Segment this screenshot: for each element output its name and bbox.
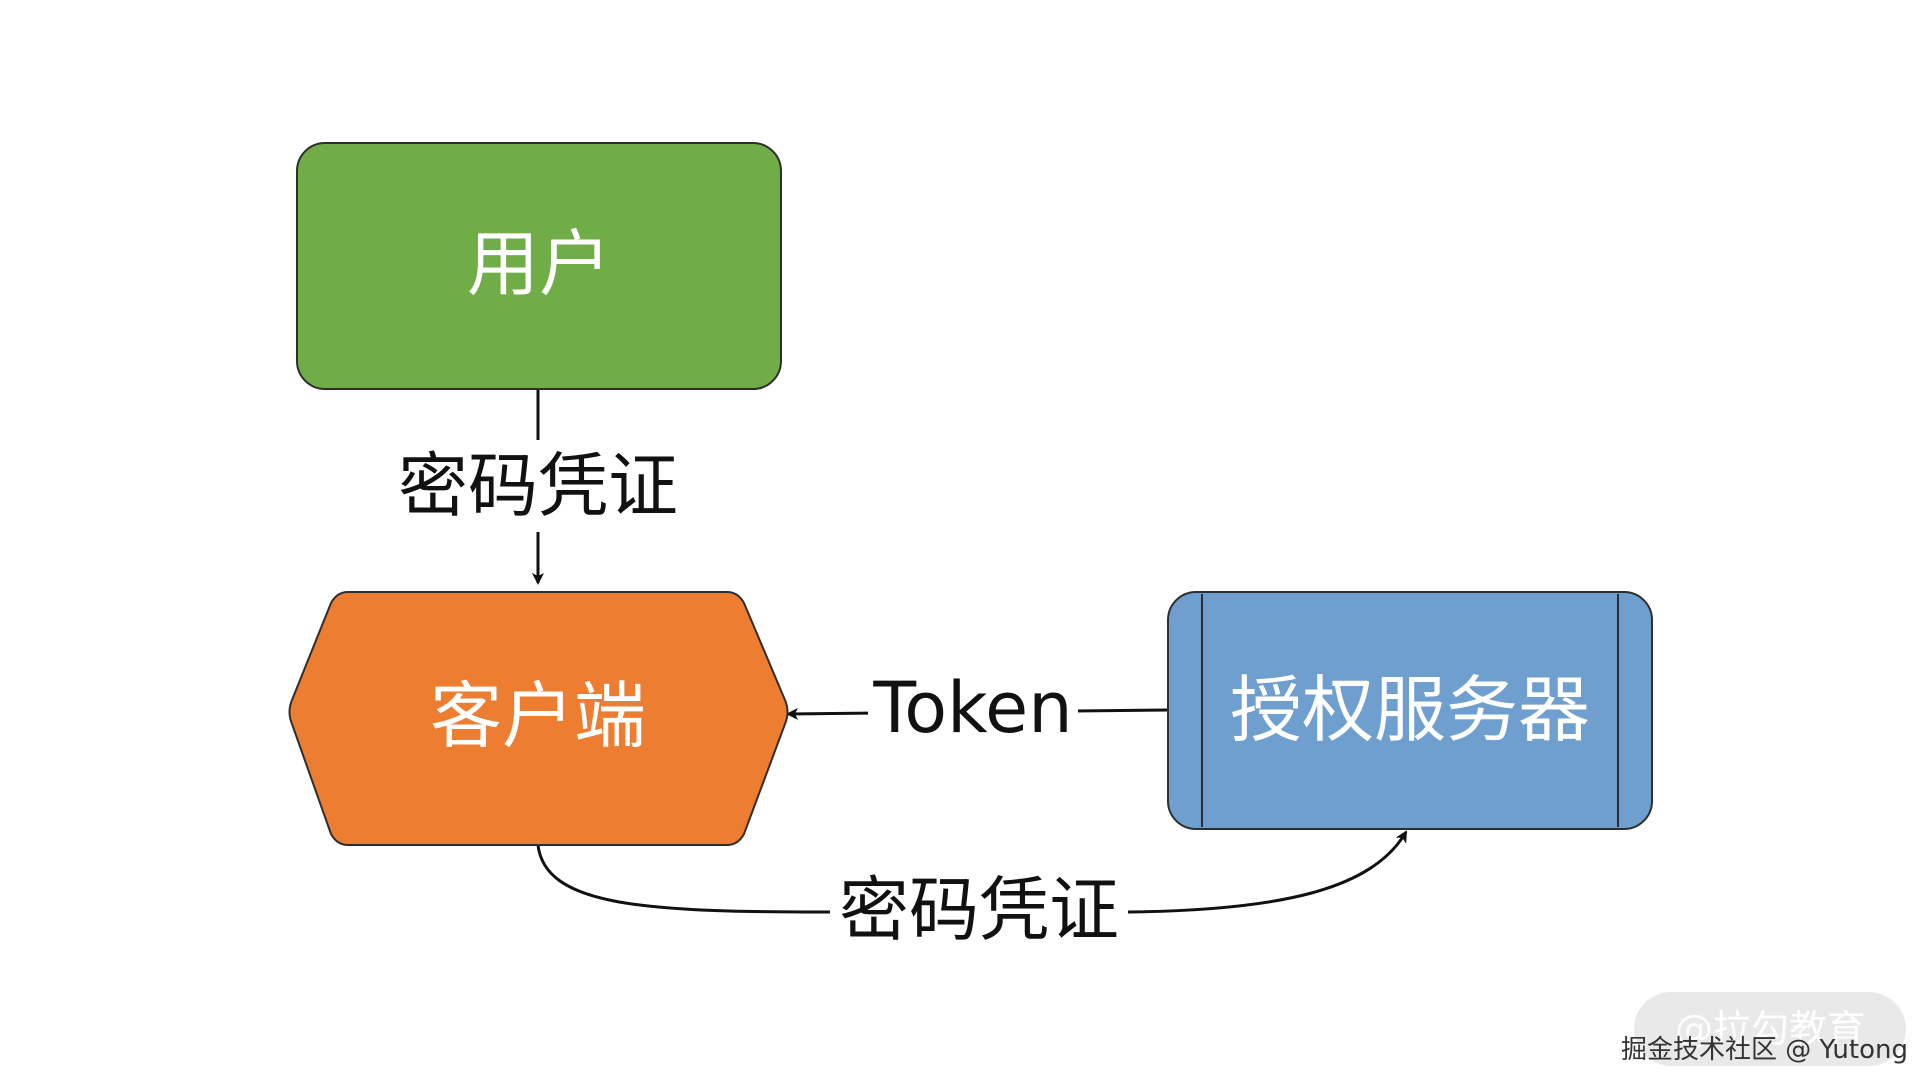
edge-label-background [385, 440, 691, 532]
edge-server-to-client: Token [786, 667, 1169, 760]
node-auth-server: 授权服务器 [1167, 591, 1653, 830]
edge-client-to-server: 密码凭证 [536, 830, 1408, 957]
node-user-label: 用户 [467, 222, 611, 306]
edge-label-password-credential-2: 密码凭证 [839, 869, 1119, 951]
node-user: 用户 [296, 142, 782, 390]
watermark-credit: 掘金技术社区 @ Yutong [1621, 1035, 1908, 1065]
edge-label-background [830, 865, 1128, 957]
node-auth-server-shape [1167, 591, 1653, 830]
node-client-label: 客户端 [430, 674, 646, 758]
watermark-badge: @拉勾教育 [1634, 992, 1906, 1066]
edge-label-password-credential-1: 密码凭证 [398, 445, 678, 527]
edge-label-token: Token [872, 667, 1072, 749]
node-user-shape [296, 142, 782, 390]
node-auth-server-label: 授权服务器 [1230, 668, 1590, 752]
edge-user-to-client: 密码凭证 [385, 390, 691, 585]
node-client: 客户端 [288, 591, 789, 846]
node-client-shape [288, 591, 789, 846]
edge-label-background [868, 668, 1078, 760]
watermark-brand: @拉勾教育 [1674, 1007, 1865, 1051]
edge-curve [536, 830, 1408, 914]
